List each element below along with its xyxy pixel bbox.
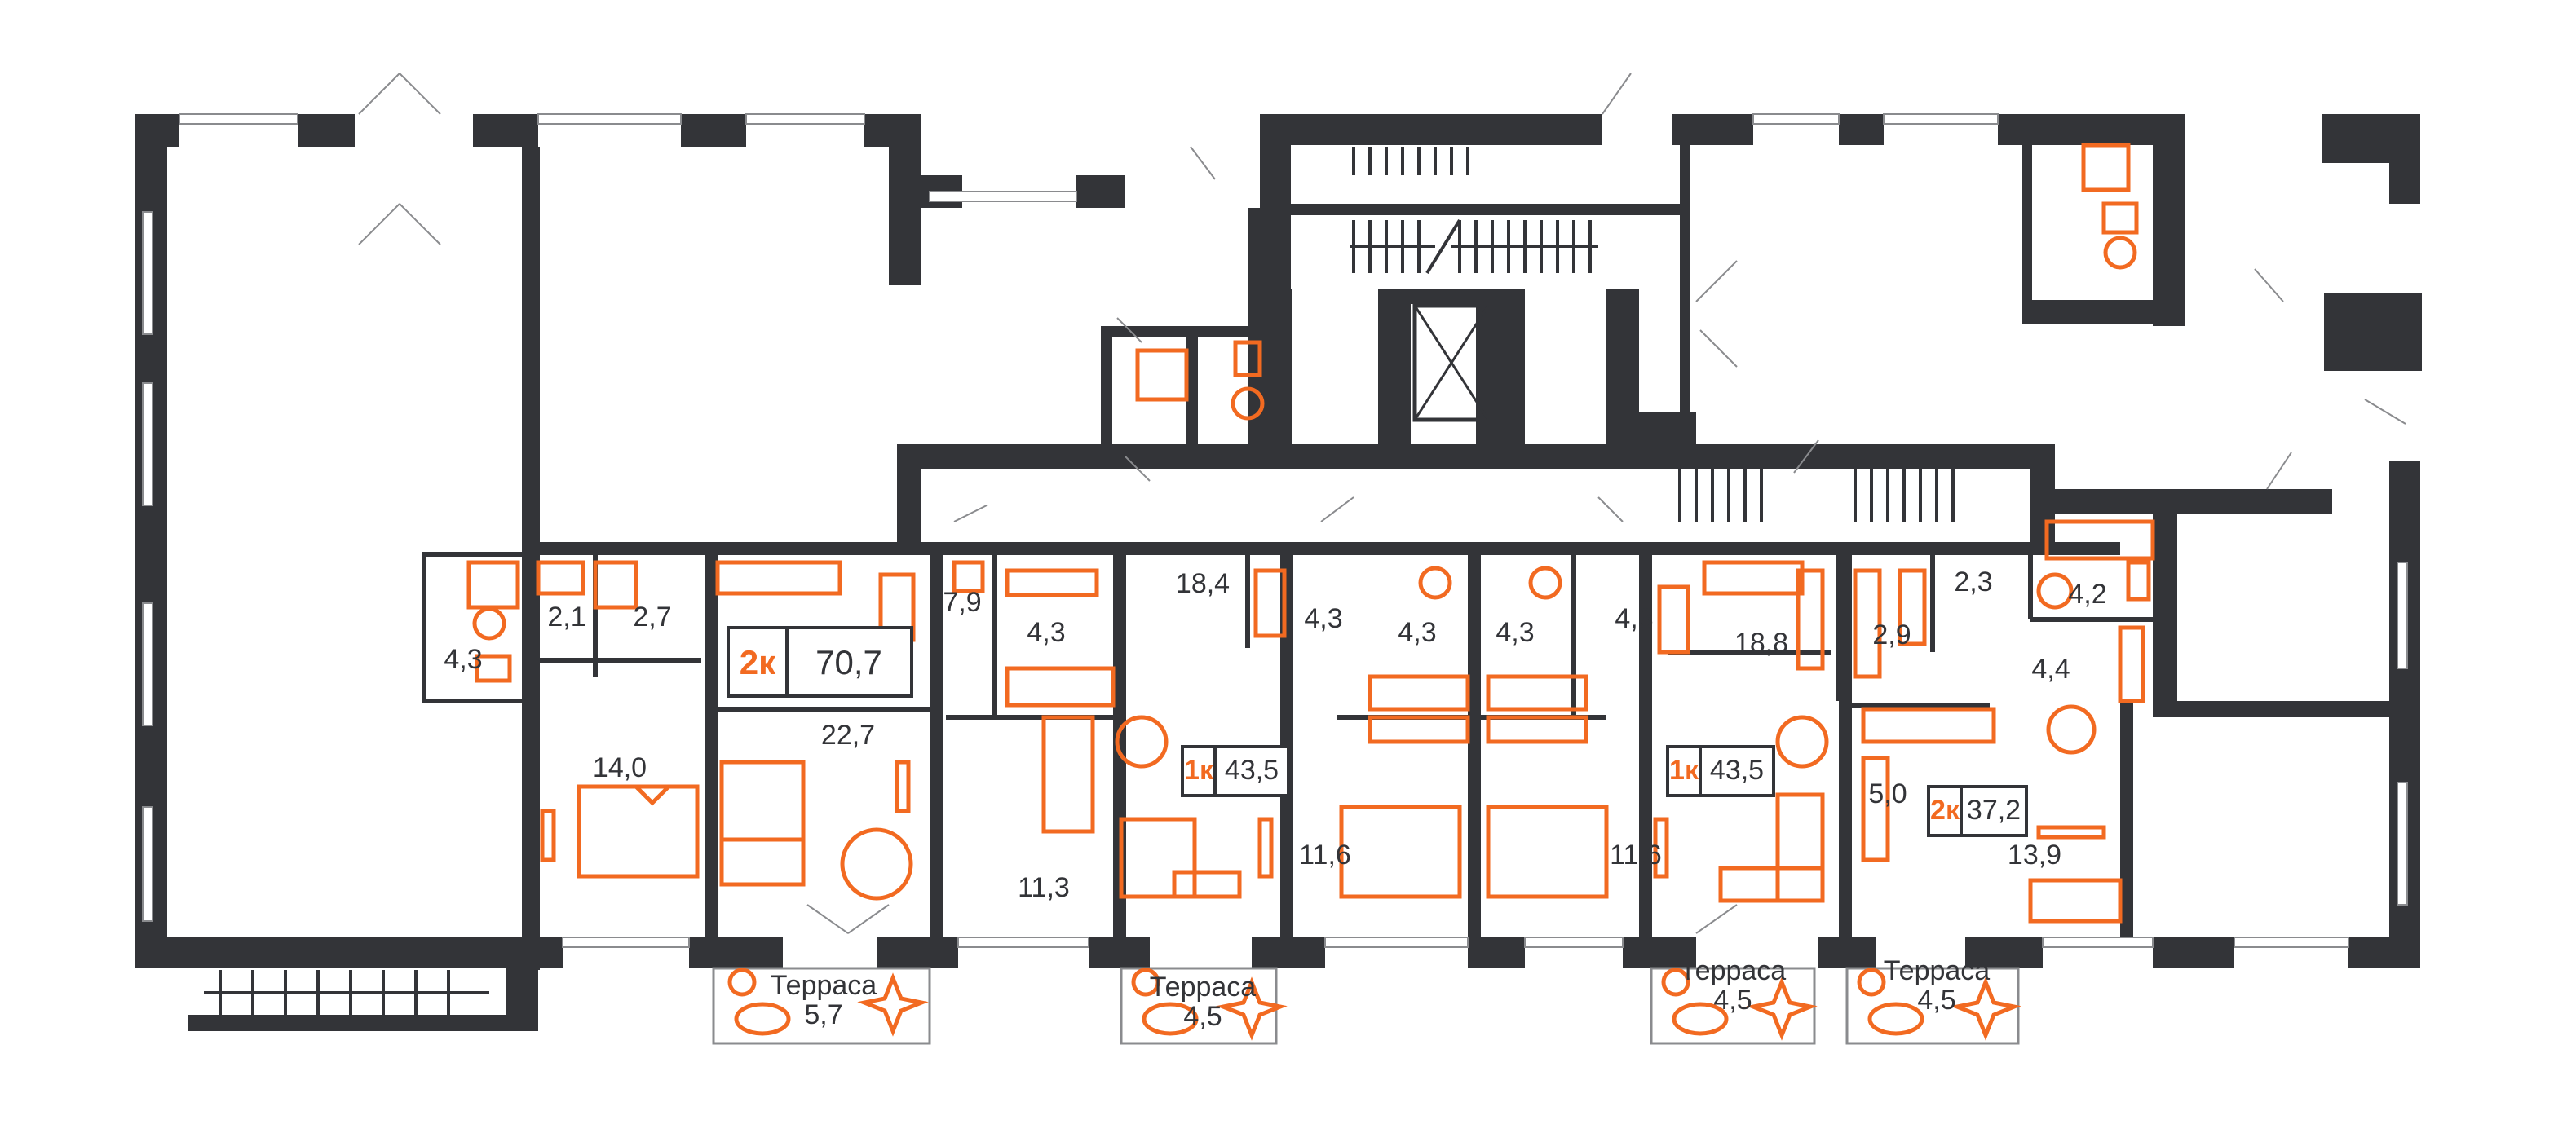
room-area: 2,7 — [633, 602, 671, 633]
room-area: 5,0 — [1868, 778, 1907, 809]
walls — [135, 113, 2422, 1031]
apartment-badge: 1к 43,5 — [1181, 745, 1290, 797]
room-area: 13,9 — [2008, 840, 2061, 871]
room-area: 4,3 — [1398, 617, 1436, 648]
room-area: 4,4 — [2031, 654, 2070, 685]
room-area: 14,0 — [593, 752, 647, 783]
room-area: 4,3 — [1027, 617, 1065, 648]
room-area: 18,4 — [1176, 568, 1230, 599]
terrace-label: Терраса — [1680, 955, 1786, 986]
terrace-label: Терраса — [1884, 955, 1990, 986]
apartment-area: 70,7 — [815, 643, 882, 681]
terraces: Терраса 5,7 Терраса 4,5 Терраса 4,5 Терр… — [712, 955, 2021, 1045]
terrace-area: 4,5 — [1917, 985, 1955, 1016]
room-area: 4,3 — [1304, 603, 1342, 634]
apartment-area: 43,5 — [1710, 755, 1764, 786]
room-area: 2,3 — [1954, 566, 1992, 597]
room-area: 4,3 — [444, 644, 482, 675]
apartment-rooms: 1к — [1669, 755, 1699, 786]
room-area: 18,8 — [1734, 628, 1788, 659]
furniture — [466, 143, 2155, 924]
room-area: 4,3 — [1496, 617, 1534, 648]
room-area: 7,9 — [943, 587, 981, 618]
apartment-rooms: 1к — [1184, 755, 1214, 786]
doors — [358, 73, 2406, 934]
terrace-area: 4,5 — [1183, 1001, 1222, 1032]
terrace-label: Терраса — [1150, 972, 1256, 1003]
terrace-label: Терраса — [771, 970, 877, 1001]
room-area: 4,3 — [1615, 603, 1653, 634]
room-area: 11,6 — [1299, 840, 1351, 871]
terrace-area: 5,7 — [804, 999, 842, 1030]
apartment-area: 43,5 — [1225, 755, 1279, 786]
room-areas: 4,3 2,1 2,7 14,0 22,7 7,9 4,3 11,3 18,4 … — [444, 566, 2106, 903]
apartment-rooms: 2к — [1930, 795, 1960, 826]
apartment-rooms: 2к — [740, 643, 776, 681]
apartment-badge: 1к 43,5 — [1666, 745, 1775, 797]
room-area: 2,1 — [547, 602, 585, 633]
apartment-badge: 2к 37,2 — [1927, 785, 2028, 837]
apartment-area: 37,2 — [1967, 795, 2021, 826]
room-area: 22,7 — [821, 720, 875, 751]
room-area: 4,2 — [2068, 579, 2106, 610]
room-area: 11,6 — [1610, 840, 1662, 871]
apartment-badge: 2к 70,7 — [727, 626, 913, 698]
stairs — [204, 147, 1955, 1015]
terrace-area: 4,5 — [1713, 985, 1752, 1016]
room-area: 11,3 — [1018, 872, 1070, 903]
room-area: 2,9 — [1872, 619, 1911, 650]
